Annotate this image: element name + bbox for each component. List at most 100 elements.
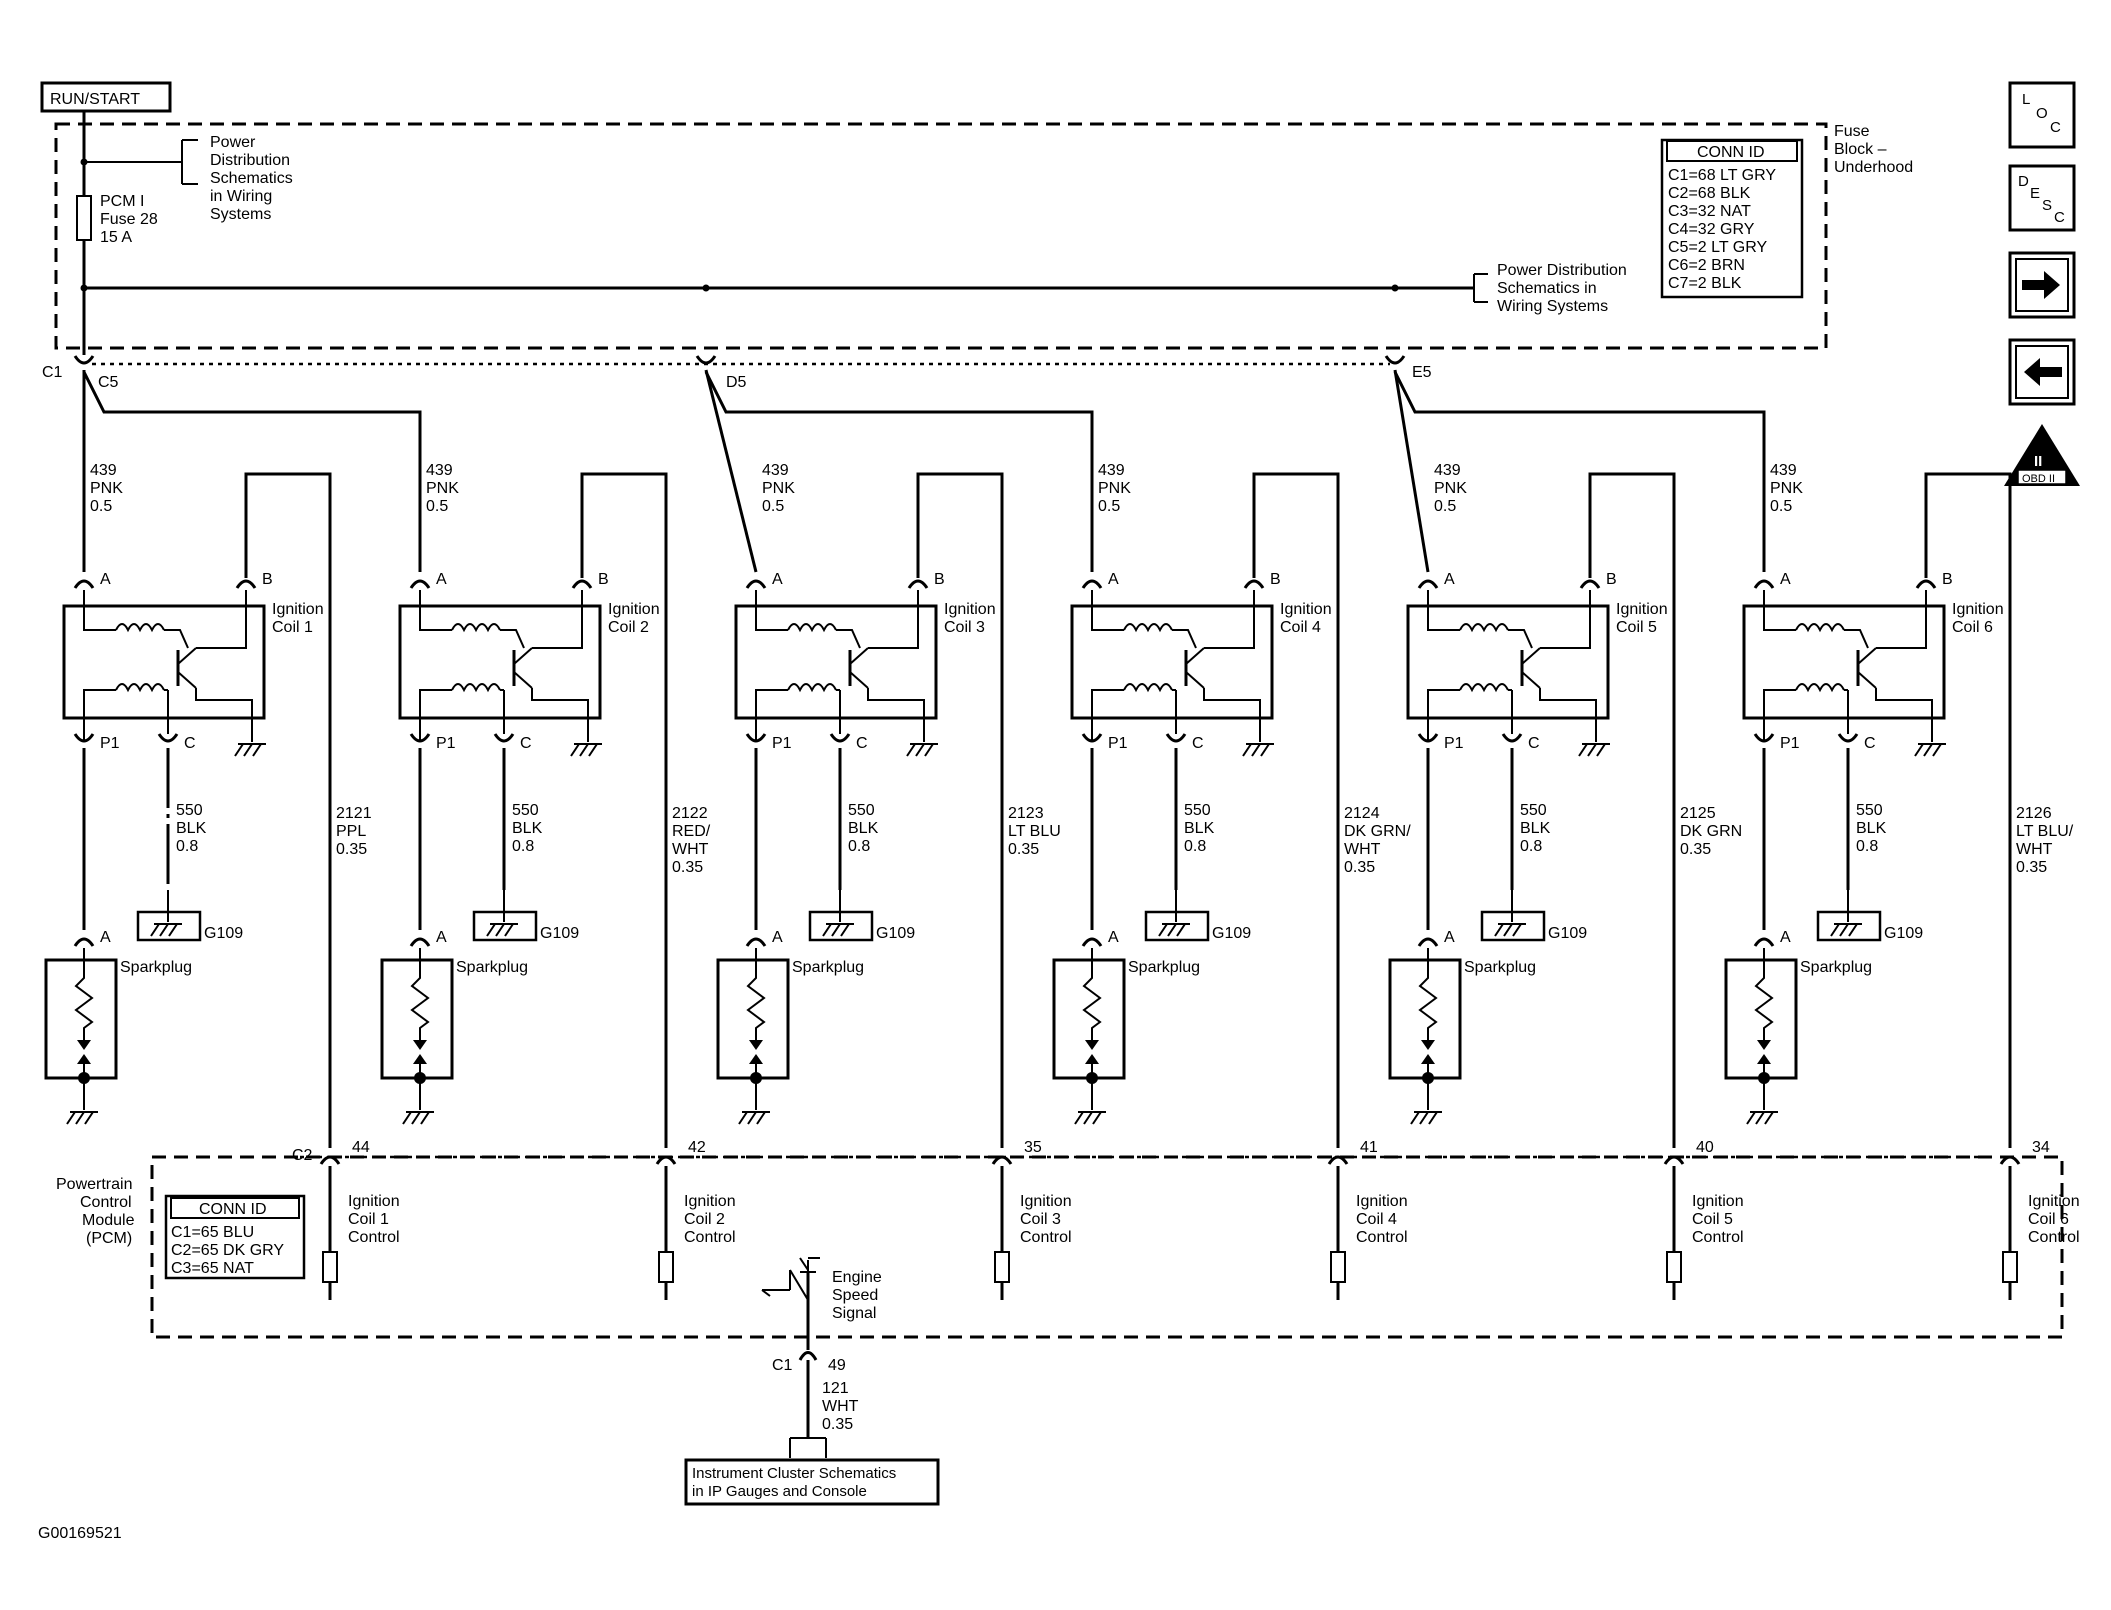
coil-6-ground-id: G109	[1884, 925, 1923, 942]
engine-speed-2: Speed	[832, 1287, 878, 1304]
svg-text:E: E	[2030, 185, 2040, 202]
fuse-conn-row-5: C5=2 LT GRY	[1668, 239, 1767, 256]
coil-5-ground-id: G109	[1548, 925, 1587, 942]
coil-4-pin-a: A	[1108, 571, 1119, 588]
coil-5-name-1: Ignition	[1616, 601, 1668, 618]
ignition-coil-4	[1070, 604, 1274, 720]
connector-c1-label: C1	[42, 364, 63, 381]
coil-5-ctrl-wire-2: DK GRN	[1680, 823, 1742, 840]
coil-2-pin-a: A	[436, 571, 447, 588]
coil-5-ground-wire-num: 550	[1520, 802, 1547, 819]
svg-text:II: II	[2034, 453, 2042, 470]
obd-ii-button[interactable]: II OBD II	[2004, 424, 2080, 486]
coil-5-ctrl-wire-1: 2125	[1680, 805, 1716, 822]
coil-1-ground-id: G109	[204, 925, 243, 942]
coil-3-pin-p1: P1	[772, 735, 792, 752]
coil-5-pin-b: B	[1606, 571, 1617, 588]
coil-5-supply-wire-size: 0.5	[1434, 498, 1456, 515]
fuse-block-label-3: Underhood	[1834, 159, 1913, 176]
fuse-conn-id-title: CONN ID	[1697, 144, 1765, 161]
pcm-conn-id-title: CONN ID	[199, 1201, 267, 1218]
coil-4-ctrl-label-2: Coil 4	[1356, 1211, 1397, 1228]
coil-6-ctrl-wire-1: 2126	[2016, 805, 2052, 822]
coil-2-supply-wire-size: 0.5	[426, 498, 448, 515]
pcm-c1-label: C1	[772, 1357, 793, 1374]
loc-button[interactable]: L O C	[2008, 81, 2076, 149]
power-dist-top-4: in Wiring	[210, 188, 272, 205]
connector-e5-label: E5	[1412, 364, 1432, 381]
coil-2-ground-wire-color: BLK	[512, 820, 543, 837]
coil-3-supply-wire-num: 439	[762, 462, 789, 479]
coil-5-name-2: Coil 5	[1616, 619, 1657, 636]
coil-3-supply-wire-color: PNK	[762, 480, 795, 497]
desc-button[interactable]: D E S C	[2008, 164, 2076, 232]
coil-4-ctrl-wire-1: 2124	[1344, 805, 1380, 822]
coil-1-ctrl-wire-1: 2121	[336, 805, 372, 822]
coil-3-pin-b: B	[934, 571, 945, 588]
sparkplug-6-label: Sparkplug	[1800, 959, 1872, 976]
coil-6-ground-wire-size: 0.8	[1856, 838, 1878, 855]
coil-6-pin-p1: P1	[1780, 735, 1800, 752]
coil-2-ctrl-wire-2: RED/	[672, 823, 711, 840]
pcm-conn-row-2: C2=65 DK GRY	[171, 1242, 284, 1259]
coil-3-ctrl-label-1: Ignition	[1020, 1193, 1072, 1210]
coil-4-name-1: Ignition	[1280, 601, 1332, 618]
coil-1-ctrl-label-1: Ignition	[348, 1193, 400, 1210]
power-dist-right-2: Schematics in	[1497, 280, 1597, 297]
pcm-box	[150, 1155, 2064, 1339]
coil-5-ctrl-label-1: Ignition	[1692, 1193, 1744, 1210]
connector-c5-label: C5	[98, 374, 119, 391]
coil-2-pin-b: B	[598, 571, 609, 588]
coil-1-ground-wire-num: 550	[176, 802, 203, 819]
coil-6-supply-wire-num: 439	[1770, 462, 1797, 479]
arrow-right-icon	[2022, 271, 2060, 299]
coil-1-ground-wire-size: 0.8	[176, 838, 198, 855]
forward-arrow-button[interactable]	[2008, 251, 2076, 319]
coil-2-supply-wire-num: 439	[426, 462, 453, 479]
fuse-conn-row-4: C4=32 GRY	[1668, 221, 1755, 238]
coil-4-ctrl-wire-3: WHT	[1344, 841, 1381, 858]
coil-3-ground-id: G109	[876, 925, 915, 942]
run-start-label: RUN/START	[50, 91, 140, 108]
coil-2-pin-p1: P1	[436, 735, 456, 752]
svg-text:S: S	[2042, 197, 2052, 214]
coil-2-name-2: Coil 2	[608, 619, 649, 636]
coil-5-ctrl-label-3: Control	[1692, 1229, 1744, 1246]
svg-text:O: O	[2036, 105, 2048, 122]
fuse-conn-row-7: C7=2 BLK	[1668, 275, 1742, 292]
coil-5-pin-c: C	[1528, 735, 1540, 752]
power-dist-right-3: Wiring Systems	[1497, 298, 1608, 315]
svg-text:C: C	[2050, 119, 2061, 136]
coil-2-ctrl-label-3: Control	[684, 1229, 736, 1246]
coil-2-ctrl-wire-1: 2122	[672, 805, 708, 822]
power-dist-top-3: Schematics	[210, 170, 293, 187]
back-arrow-button[interactable]	[2008, 338, 2076, 406]
coil-2-ctrl-label-1: Ignition	[684, 1193, 736, 1210]
engine-speed-signal	[761, 1257, 820, 1350]
coil-6-pin-a: A	[1780, 571, 1791, 588]
svg-text:D: D	[2018, 173, 2029, 190]
coil-1-pin-b: B	[262, 571, 273, 588]
coil-3-ctrl-wire-1: 2123	[1008, 805, 1044, 822]
power-dist-top-1: Power	[210, 134, 256, 151]
coil-1-pin-a: A	[100, 571, 111, 588]
coil-3-pin-a: A	[772, 571, 783, 588]
svg-text:L: L	[2022, 91, 2030, 108]
coil-3-pin-c: C	[856, 735, 868, 752]
coil-3-ctrl-label-3: Control	[1020, 1229, 1072, 1246]
power-dist-top-2: Distribution	[210, 152, 290, 169]
coil-6-ctrl-label-3: Control	[2028, 1229, 2080, 1246]
coil-1-pin-p1: P1	[100, 735, 120, 752]
ignition-coil-2	[398, 604, 602, 720]
sparkplug-3-label: Sparkplug	[792, 959, 864, 976]
pcm-conn-row-3: C3=65 NAT	[171, 1260, 254, 1277]
fuse-label-3: 15 A	[100, 229, 132, 246]
coil-5-supply-wire-num: 439	[1434, 462, 1461, 479]
coil-5-ctrl-wire-3: 0.35	[1680, 841, 1711, 858]
ignition-coil-5	[1406, 604, 1610, 720]
ignition-coil-1	[62, 604, 266, 720]
coil-1-ctrl-wire-3: 0.35	[336, 841, 367, 858]
